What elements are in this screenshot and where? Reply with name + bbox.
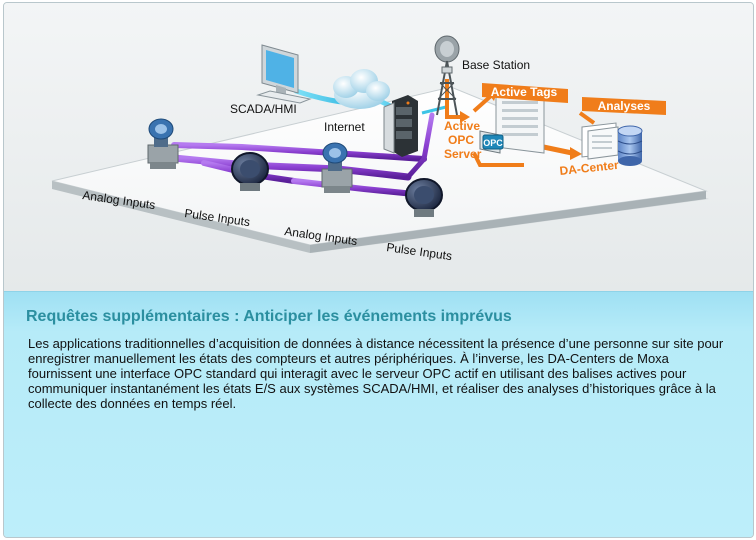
network-diagram: OPC Active [4, 3, 753, 291]
pulse-meter-2 [405, 178, 443, 217]
da-center-label: DA-Center [559, 158, 620, 178]
active-opc-server-line-2: OPC [448, 133, 474, 147]
base-station-label: Base Station [462, 58, 530, 72]
pulse-meter-1 [231, 152, 269, 191]
analyses-reports [581, 122, 619, 160]
active-tags-banner: Active Tags [482, 83, 568, 103]
active-tags-label: Active Tags [491, 85, 558, 99]
description-panel: Requêtes supplémentaires : Anticiper les… [4, 291, 753, 537]
page-frame: OPC Active [3, 2, 754, 538]
analog-transmitter-2 [321, 142, 353, 193]
opc-badge-icon: OPC [482, 134, 504, 150]
internet-cloud [333, 69, 390, 109]
diagram-canvas: OPC Active [51, 35, 709, 263]
pulse-inputs-label-2: Pulse Inputs [386, 240, 453, 263]
rtu-device [383, 95, 418, 157]
scada-hmi-label: SCADA/HMI [230, 102, 297, 116]
opc-badge-label: OPC [483, 138, 503, 148]
purple-pipes [170, 112, 435, 198]
scada-computer [256, 44, 312, 104]
da-center-server [479, 92, 545, 154]
active-opc-server-line-3: Server [444, 147, 482, 161]
panel-body: Les applications traditionnelles d’acqui… [28, 336, 724, 411]
base-station-tower [434, 35, 460, 116]
active-opc-server-label: Active OPC Server [444, 119, 482, 161]
database-icon [617, 125, 643, 166]
analyses-banner: Analyses [582, 97, 666, 115]
analyses-label: Analyses [598, 99, 651, 113]
active-opc-server-line-1: Active [444, 119, 480, 133]
internet-label: Internet [324, 120, 365, 134]
analog-transmitter-1 [147, 118, 179, 169]
panel-title: Requêtes supplémentaires : Anticiper les… [26, 308, 512, 325]
